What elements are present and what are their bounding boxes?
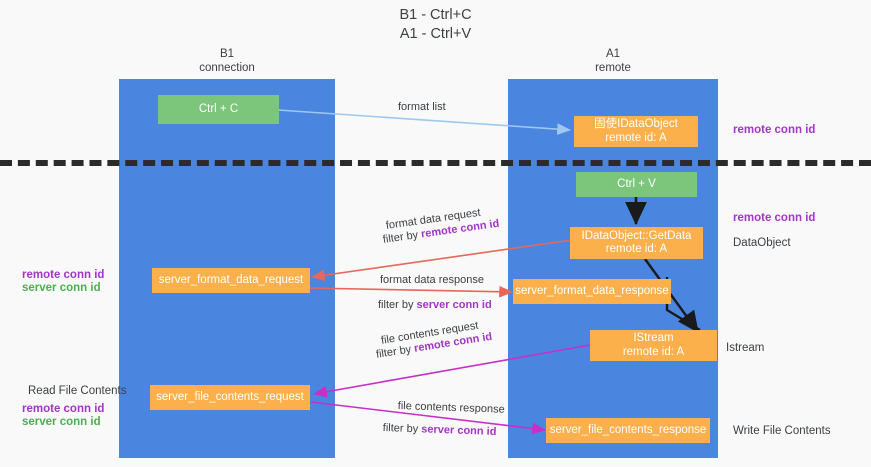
arrow-format-list [277, 109, 571, 136]
filter-prefix: filter by [378, 299, 417, 311]
annotation-server-conn-id-2: server conn id [22, 416, 101, 428]
node-server-file-contents-request[interactable]: server_file_contents_request [150, 385, 310, 410]
title-line-2: A1 - Ctrl+V [399, 26, 472, 42]
node-server-format-data-response[interactable]: server_format_data_response [513, 279, 671, 304]
edge-label-format-data-response-filter: filter by server conn id [378, 298, 492, 312]
edge-label-format-list: format list [398, 101, 446, 113]
annotation-remote-conn-id-1: remote conn id [22, 269, 105, 281]
column-b1-role: connection [199, 61, 255, 74]
arrow-format-data-request [311, 239, 573, 282]
column-b1-name: B1 [219, 48, 235, 60]
filter-key: server conn id [421, 423, 497, 438]
annotation-remote-conn-id-top: remote conn id [733, 124, 816, 136]
annotation-dataobject: DataObject [733, 237, 791, 249]
annotation-remote-conn-id-mid: remote conn id [733, 212, 816, 224]
node-ctrl-c[interactable]: Ctrl + C [158, 95, 279, 124]
filter-key: server conn id [416, 299, 492, 311]
column-header-a1: A1 remote [508, 48, 718, 75]
node-server-file-contents-response[interactable]: server_file_contents_response [546, 418, 710, 443]
node-idataobject[interactable]: 固使IDataObject remote id: A [574, 116, 698, 147]
column-a1-role: remote [595, 61, 631, 74]
node-server-format-data-request[interactable]: server_format_data_request [152, 268, 310, 293]
arrow-file-contents-request [313, 344, 591, 398]
arrow-getdata-to-istream [644, 258, 699, 333]
annotation-server-conn-id-1: server conn id [22, 282, 101, 294]
title-line-1: B1 - Ctrl+C [399, 7, 472, 23]
annotation-read-file-contents: Read File Contents [28, 385, 127, 397]
arrow-format-data-response [307, 285, 513, 298]
column-a1-name: A1 [605, 48, 621, 60]
annotation-istream: Istream [726, 342, 765, 354]
filter-prefix: filter by [382, 421, 422, 436]
edge-label-format-data-response: format data response [380, 274, 484, 286]
node-ctrl-v[interactable]: Ctrl + V [576, 172, 697, 197]
phase-divider [0, 160, 871, 166]
node-idataobject-getdata[interactable]: IDataObject::GetData remote id: A [570, 227, 703, 259]
arrow-response-to-istream [665, 277, 701, 332]
annotation-write-file-contents: Write File Contents [733, 425, 831, 437]
diagram-title: B1 - Ctrl+C A1 - Ctrl+V [0, 6, 871, 44]
column-header-b1: B1 connection [119, 48, 335, 75]
arrow-file-contents-response [310, 401, 546, 435]
node-istream[interactable]: IStream remote id: A [590, 330, 717, 361]
annotation-remote-conn-id-2: remote conn id [22, 403, 105, 415]
